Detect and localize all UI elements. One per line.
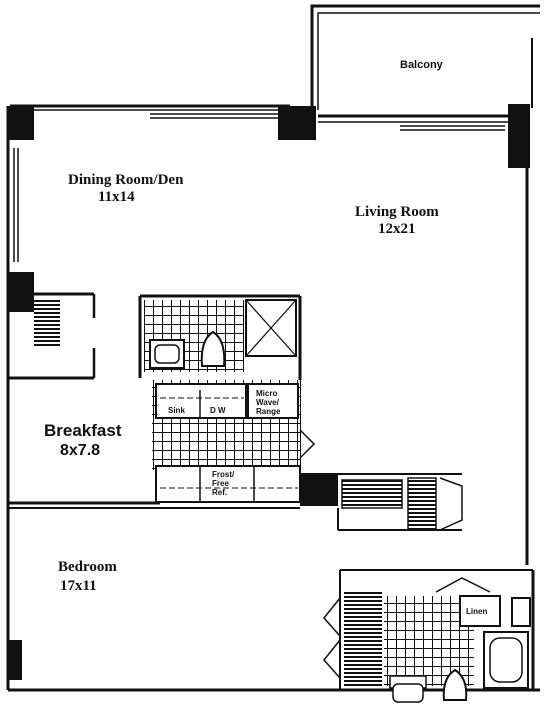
balcony-label: Balcony [400,59,444,71]
hall-closets [341,477,463,531]
living-room-name: Living Room [355,204,439,220]
dining-room-name: Dining Room/Den [68,172,184,188]
lower-bath [323,577,531,703]
breakfast-size: 8x7.8 [60,442,100,459]
fridge-label-3: Ref. [212,488,227,497]
bedroom-name: Bedroom [58,559,117,575]
closet-hatch-dining [34,298,60,348]
dining-room-size: 11x14 [98,189,135,205]
fridge-label-2: Free [212,479,229,488]
sink-label: Sink [168,406,185,415]
kitchen [152,380,316,503]
interior-walls [8,292,533,690]
micro-label-2: Wave/ [256,398,280,407]
living-room-size: 12x21 [378,221,416,237]
micro-label-3: Range [256,407,281,416]
micro-label-1: Micro [256,389,277,398]
linen-label: Linen [466,607,487,616]
wall-columns [8,104,530,680]
upper-bath [144,299,297,372]
fridge-label-1: Frost/ [212,470,235,479]
bedroom-size: 17x11 [60,578,97,594]
breakfast-name: Breakfast [44,421,122,440]
dishwasher-label: D W [210,406,226,415]
balcony [310,4,540,110]
